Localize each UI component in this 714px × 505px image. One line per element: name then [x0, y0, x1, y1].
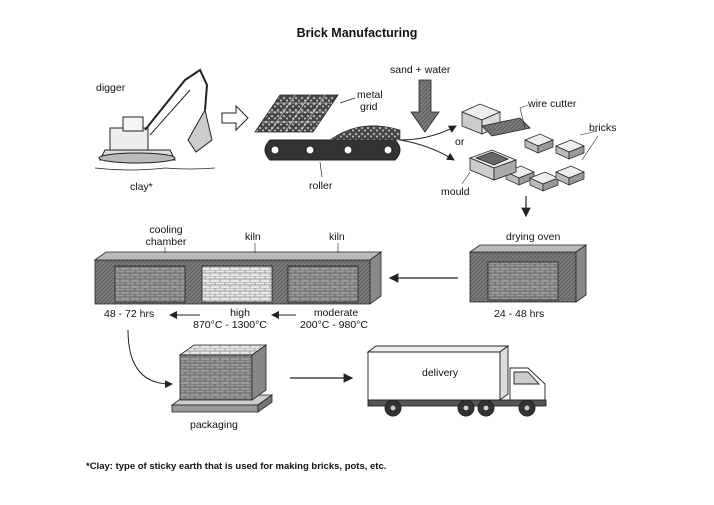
drying-oven	[468, 244, 588, 303]
wire-cutter-illustration	[460, 103, 531, 137]
metal-label: metal	[357, 89, 383, 101]
delivery-label: delivery	[422, 367, 459, 379]
metal-grid	[254, 94, 339, 133]
roller-leader	[319, 161, 323, 178]
moderate-label: moderate	[313, 307, 359, 319]
arrow-to-wire-cutter	[399, 125, 457, 141]
bricks-leader	[579, 130, 599, 161]
high-temp-label: 870°C - 1300°C	[193, 319, 267, 331]
mould-leader	[461, 171, 471, 185]
bricks-group	[505, 133, 585, 192]
kiln-leaders	[164, 243, 339, 253]
delivery-truck	[366, 345, 547, 417]
process-arrow	[221, 104, 249, 132]
bricks-label: bricks	[589, 122, 617, 134]
mould-illustration	[468, 149, 518, 181]
clay-label: clay*	[130, 181, 153, 193]
cooling-label: cooling	[149, 224, 183, 236]
wire-cutter-label: wire cutter	[528, 98, 577, 110]
high-label: high	[230, 307, 250, 319]
sand-water-label: sand + water	[390, 64, 451, 76]
moderate-temp-label: 200°C - 980°C	[300, 319, 368, 331]
roller-label: roller	[309, 180, 333, 192]
packaging-pallet	[170, 344, 274, 413]
or-label: or	[455, 136, 465, 148]
drying-time-label: 24 - 48 hrs	[494, 308, 545, 320]
arrow-to-packaging	[127, 329, 173, 389]
cooling-time-label: 48 - 72 hrs	[104, 308, 155, 320]
wire-cutter-leader	[519, 104, 529, 109]
sand-water-arrow	[410, 79, 440, 133]
diagram-title: Brick Manufacturing	[296, 26, 418, 40]
clay-footnote: *Clay: type of sticky earth that is used…	[86, 461, 387, 472]
kiln-moderate-label: kiln	[329, 231, 345, 243]
arrow-to-mould	[399, 139, 455, 161]
grid-label: grid	[360, 101, 378, 113]
chamber-label: chamber	[145, 236, 187, 248]
packaging-label: packaging	[190, 419, 238, 431]
digger-illustration	[94, 68, 216, 171]
kiln-high-label: kiln	[245, 231, 261, 243]
kiln-tunnel	[93, 251, 383, 305]
metal-grid-leader	[339, 97, 356, 104]
digger-label: digger	[96, 82, 126, 94]
drying-oven-label: drying oven	[506, 231, 561, 243]
mould-label: mould	[441, 186, 470, 198]
conveyor-roller	[264, 125, 401, 161]
